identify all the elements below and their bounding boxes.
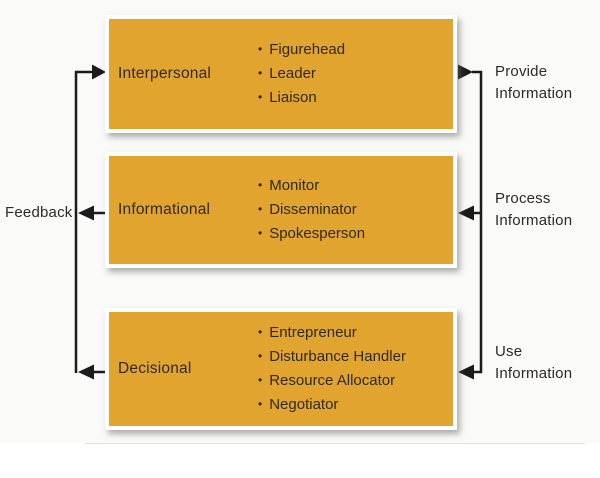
category-box-decisional: Decisional Entrepreneur Disturbance Hand…	[105, 308, 457, 430]
role-item: Negotiator	[258, 393, 406, 417]
role-item: Disseminator	[258, 198, 365, 222]
flow-label-use-information: Use Information	[495, 343, 573, 382]
category-label-informational: Informational	[118, 201, 211, 218]
role-item: Monitor	[258, 174, 365, 198]
role-list-informational: Monitor Disseminator Spokesperson	[258, 174, 365, 246]
category-box-informational: Informational Monitor Disseminator Spoke…	[105, 152, 457, 268]
bottom-divider-line	[85, 443, 585, 444]
flow-label-provide-information: Provide Information	[495, 63, 573, 102]
feedback-label: Feedback	[5, 204, 73, 221]
role-list-interpersonal: Figurehead Leader Liaison	[258, 38, 345, 110]
role-item: Disturbance Handler	[258, 345, 406, 369]
category-box-interpersonal: Interpersonal Figurehead Leader Liaison	[105, 15, 457, 133]
role-item: Figurehead	[258, 38, 345, 62]
category-label-decisional: Decisional	[118, 360, 192, 377]
role-item: Liaison	[258, 86, 345, 110]
role-item: Spokesperson	[258, 222, 365, 246]
role-item: Leader	[258, 62, 345, 86]
flow-label-process-information: Process Information	[495, 190, 573, 229]
role-item: Entrepreneur	[258, 321, 406, 345]
role-item: Resource Allocator	[258, 369, 406, 393]
role-list-decisional: Entrepreneur Disturbance Handler Resourc…	[258, 321, 406, 417]
category-label-interpersonal: Interpersonal	[118, 65, 212, 82]
